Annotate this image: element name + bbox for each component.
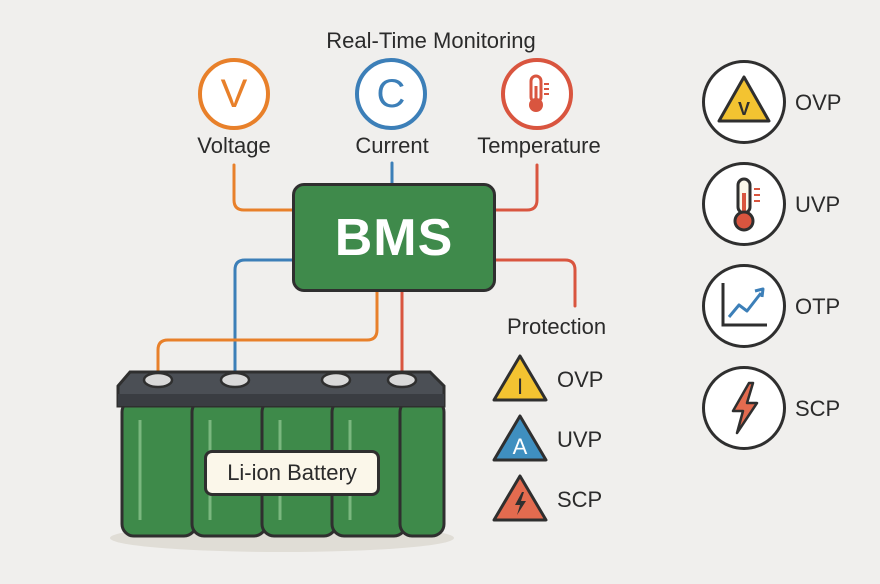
thermometer-icon bbox=[501, 58, 573, 130]
protection-uvp-label: UVP bbox=[557, 427, 603, 452]
monitoring-title: Real-Time Monitoring bbox=[326, 28, 536, 53]
rising-chart-icon bbox=[702, 264, 786, 348]
thermometer-icon bbox=[702, 162, 786, 246]
protection-scp-label: SCP bbox=[557, 487, 603, 512]
lightning-triangle-icon bbox=[492, 474, 548, 522]
protection-ovp-label: OVP bbox=[557, 367, 604, 392]
bms-label: BMS bbox=[334, 208, 454, 267]
side-otp-label: OTP bbox=[795, 294, 841, 319]
battery-label: Li-ion Battery bbox=[204, 450, 380, 496]
voltage-icon: V bbox=[198, 58, 270, 130]
ovp-glyph: I bbox=[517, 374, 523, 399]
current-triangle-icon: A bbox=[492, 414, 548, 462]
bms-unit: BMS bbox=[292, 183, 496, 292]
side-ovp-glyph: V bbox=[738, 99, 750, 119]
uvp-glyph: A bbox=[513, 434, 528, 459]
side-ovp-label: OVP bbox=[795, 90, 842, 115]
lightning-icon bbox=[702, 366, 786, 450]
side-uvp-label: UVP bbox=[795, 192, 841, 217]
side-scp-label: SCP bbox=[795, 396, 841, 421]
voltage-warning-icon: V bbox=[702, 60, 786, 144]
current-icon: C bbox=[355, 58, 427, 130]
warning-triangle-icon: I bbox=[492, 354, 548, 402]
voltage-label: Voltage bbox=[197, 133, 271, 158]
protection-title: Protection bbox=[507, 314, 607, 339]
temperature-label: Temperature bbox=[477, 133, 601, 158]
current-label: Current bbox=[355, 133, 429, 158]
